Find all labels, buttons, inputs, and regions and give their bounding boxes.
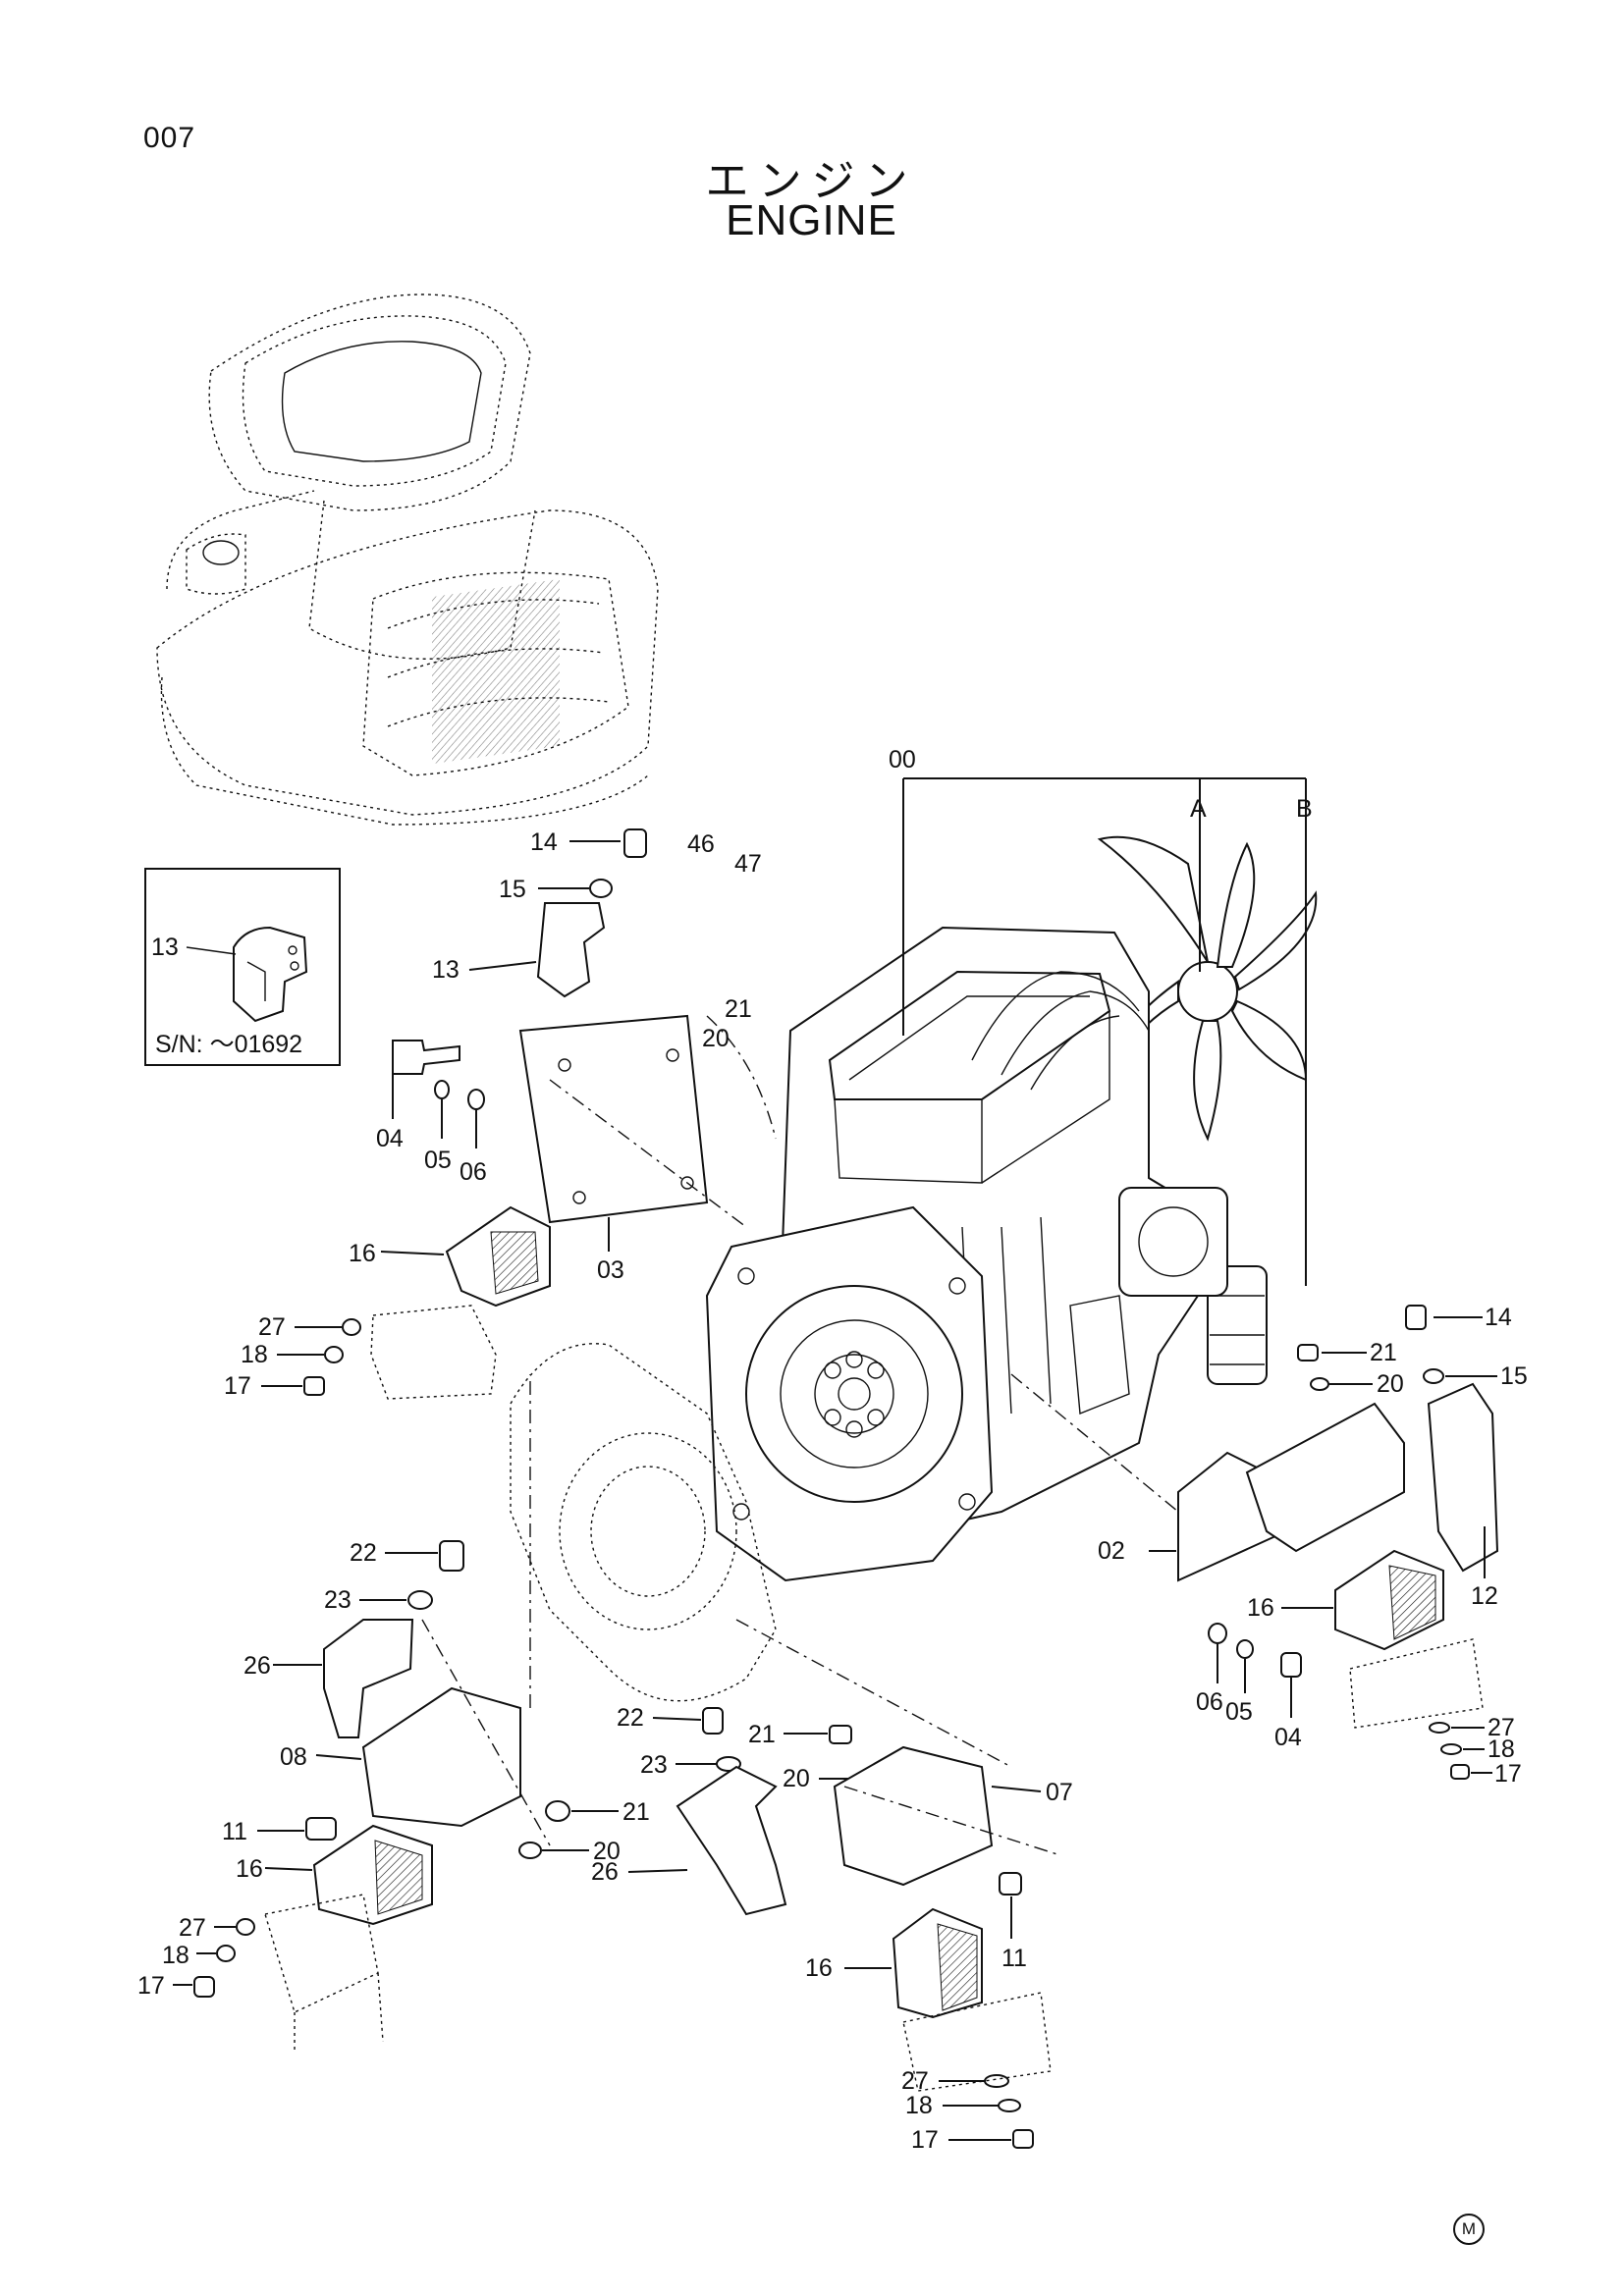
callout-14-right: 14: [1485, 1304, 1512, 1331]
engine-assembly: [705, 835, 1318, 1582]
callout-27-right: 27: [1488, 1714, 1515, 1741]
callout-17-middle: 17: [911, 2126, 939, 2154]
callout-21-middle: 21: [748, 1721, 776, 1748]
callout-15-right: 15: [1500, 1362, 1528, 1390]
inset-serial-range: S/N: ～01692: [155, 1031, 302, 1058]
callout-08: 08: [280, 1743, 307, 1771]
callout-07: 07: [1046, 1779, 1073, 1806]
callout-20-middle: 20: [783, 1765, 810, 1792]
title-japanese: エンジン: [705, 156, 918, 206]
callout-18: 18: [241, 1341, 268, 1368]
callout-17: 17: [224, 1372, 251, 1400]
callout-02: 02: [1098, 1537, 1125, 1565]
callout-12: 12: [1471, 1582, 1498, 1610]
callout-23-middle: 23: [640, 1751, 668, 1779]
callout-16-middle: 16: [805, 1954, 833, 1982]
left-lower-fasteners: [173, 1894, 384, 2052]
front-left-mount-group: [380, 828, 777, 1308]
callout-06-right: 06: [1196, 1688, 1223, 1716]
housing-plate-dashed: [510, 1343, 777, 1702]
cooling-fan: [1097, 835, 1318, 1142]
callout-27-middle: 27: [901, 2067, 929, 2095]
page-number: 007: [143, 122, 196, 154]
callout-22: 22: [350, 1539, 377, 1567]
callout-00: 00: [889, 746, 916, 774]
callout-06: 06: [460, 1158, 487, 1186]
rear-right-mount-group: [627, 1619, 1061, 2149]
callout-labels: 14 15 13 46 47 21 20 04 05 06 03 16 27 1…: [137, 828, 1528, 2154]
callout-16: 16: [349, 1240, 376, 1267]
machine-overview-illustration: [156, 294, 659, 826]
callout-B: B: [1296, 795, 1313, 823]
callout-21-lower: 21: [622, 1798, 650, 1826]
callout-27: 27: [258, 1313, 286, 1341]
left-upper-fasteners: [261, 1305, 497, 1400]
callout-17-right: 17: [1494, 1760, 1522, 1788]
callout-22-middle: 22: [617, 1704, 644, 1732]
callout-05: 05: [424, 1147, 452, 1174]
right-mount-group: [1010, 1305, 1499, 1780]
callout-15: 15: [499, 876, 526, 903]
callout-03: 03: [597, 1256, 624, 1284]
assembly-group-lines: 00 A B: [889, 746, 1313, 1286]
callout-46: 46: [687, 830, 715, 858]
callout-26-middle: 26: [591, 1858, 619, 1886]
inset-serial-box: 13 S/N: ～01692: [144, 868, 341, 1066]
callout-A: A: [1190, 795, 1207, 823]
callout-04: 04: [376, 1125, 404, 1152]
callout-23: 23: [324, 1586, 352, 1614]
manufacturer-mark: M: [1453, 2214, 1485, 2245]
callout-26: 26: [243, 1652, 271, 1680]
callout-21-right: 21: [1370, 1339, 1397, 1366]
callout-11: 11: [222, 1818, 247, 1845]
callout-04-right: 04: [1274, 1724, 1302, 1751]
callout-14: 14: [530, 828, 558, 856]
callout-18-lower: 18: [162, 1942, 189, 1969]
callout-17-lower: 17: [137, 1972, 165, 2000]
callout-18-right: 18: [1488, 1735, 1515, 1763]
callout-21: 21: [725, 995, 752, 1023]
title-english: ENGINE: [726, 196, 897, 244]
callout-18-middle: 18: [905, 2092, 933, 2119]
callout-13: 13: [432, 956, 460, 984]
callout-20-right: 20: [1377, 1370, 1404, 1398]
callout-20: 20: [702, 1025, 730, 1052]
callout-47: 47: [734, 850, 762, 878]
callout-20-lower: 20: [593, 1838, 621, 1865]
rear-left-mount-group: [257, 1374, 619, 1926]
inset-callout-13: 13: [151, 934, 179, 961]
callout-27-lower: 27: [179, 1914, 206, 1942]
callout-05-right: 05: [1225, 1698, 1253, 1726]
callout-16-lower: 16: [236, 1855, 263, 1883]
callout-11-middle: 11: [1001, 1945, 1027, 1972]
callout-16-right: 16: [1247, 1594, 1274, 1622]
